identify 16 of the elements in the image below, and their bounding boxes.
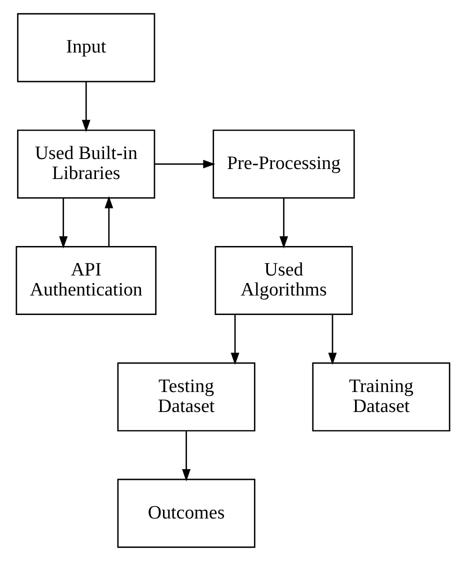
arrow <box>182 431 191 482</box>
node-box: Used Built-in Libraries <box>17 130 156 199</box>
node-box: Used Algorithms <box>214 246 353 316</box>
arrow <box>230 314 240 365</box>
node-box: Input <box>17 13 156 82</box>
node-box: API Authentication <box>16 246 157 316</box>
arrow <box>154 160 216 168</box>
arrow <box>82 82 90 132</box>
arrow <box>59 198 68 248</box>
node-box: Training Dataset <box>312 362 450 432</box>
arrow <box>104 196 114 246</box>
node-box: Outcomes <box>117 478 256 548</box>
arrow <box>280 198 288 248</box>
node-box: Pre-Processing <box>212 130 355 199</box>
node-box: Testing Dataset <box>117 362 256 432</box>
arrow <box>328 314 337 365</box>
